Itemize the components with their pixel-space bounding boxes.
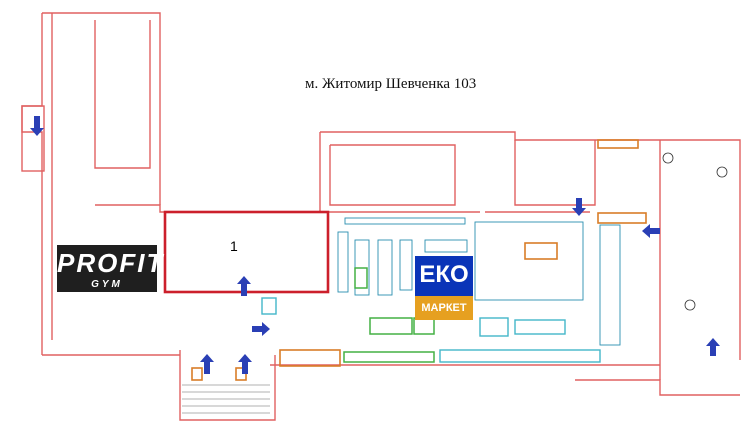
stairs-icon — [182, 384, 270, 414]
store-north-wall — [320, 131, 660, 141]
west-wall — [21, 13, 43, 355]
office-block — [514, 140, 596, 206]
entrance-arrow-icon[interactable] — [252, 322, 270, 336]
gym-logo: PROFIT GYM — [57, 245, 162, 292]
stair-block — [21, 105, 45, 172]
bench — [597, 212, 647, 224]
fridge — [413, 317, 435, 335]
fridge — [354, 267, 368, 289]
entrance-arrow-icon[interactable] — [200, 354, 214, 374]
shelf-row — [337, 231, 349, 293]
entrance-arrow-icon[interactable] — [642, 224, 660, 238]
checkout — [514, 319, 566, 335]
shelf-row — [424, 239, 468, 253]
entrance-arrow-icon[interactable] — [706, 338, 720, 356]
entrance-vestibule — [179, 350, 276, 421]
shelf-row — [344, 217, 466, 225]
fridge — [369, 317, 413, 335]
back-room — [329, 144, 456, 206]
shelving — [337, 217, 621, 346]
unit-1-label: 1 — [230, 238, 238, 254]
entrance-arrow-icon[interactable] — [30, 116, 44, 136]
checkout-counter — [439, 349, 601, 363]
supermarket-logo: ЕКО МАРКЕТ — [415, 256, 473, 320]
shelf-row — [399, 239, 413, 291]
south-annex — [575, 379, 740, 396]
supermarket-logo-top: ЕКО — [419, 261, 469, 288]
entrance-arrows — [30, 116, 720, 374]
gym-logo-main: PROFIT — [57, 248, 165, 278]
island-counter — [474, 221, 584, 301]
furniture — [191, 139, 647, 381]
annex-wall — [660, 139, 741, 360]
entrance-arrow-icon[interactable] — [238, 354, 252, 374]
building-walls — [21, 12, 741, 421]
toilet-icon — [662, 152, 728, 311]
shelf-row — [377, 239, 393, 296]
cashier-desk — [261, 297, 277, 315]
entrance-arrow-icon[interactable] — [237, 276, 251, 296]
bench — [597, 139, 639, 149]
north-wing-outer-wall — [42, 12, 161, 205]
entrance-arrow-icon[interactable] — [572, 198, 586, 216]
display-rack — [524, 242, 558, 260]
page-title: м. Житомир Шевченка 103 — [305, 76, 477, 92]
seating — [279, 349, 341, 367]
checkout — [479, 317, 509, 337]
gym-logo-sub: GYM — [91, 279, 123, 290]
fridge-row — [343, 351, 435, 363]
door-mark — [191, 367, 203, 381]
checkout-fixtures — [261, 297, 601, 363]
north-room — [94, 20, 151, 169]
supermarket-logo-bottom: МАРКЕТ — [415, 296, 473, 320]
wall-shelf-east — [599, 224, 621, 346]
